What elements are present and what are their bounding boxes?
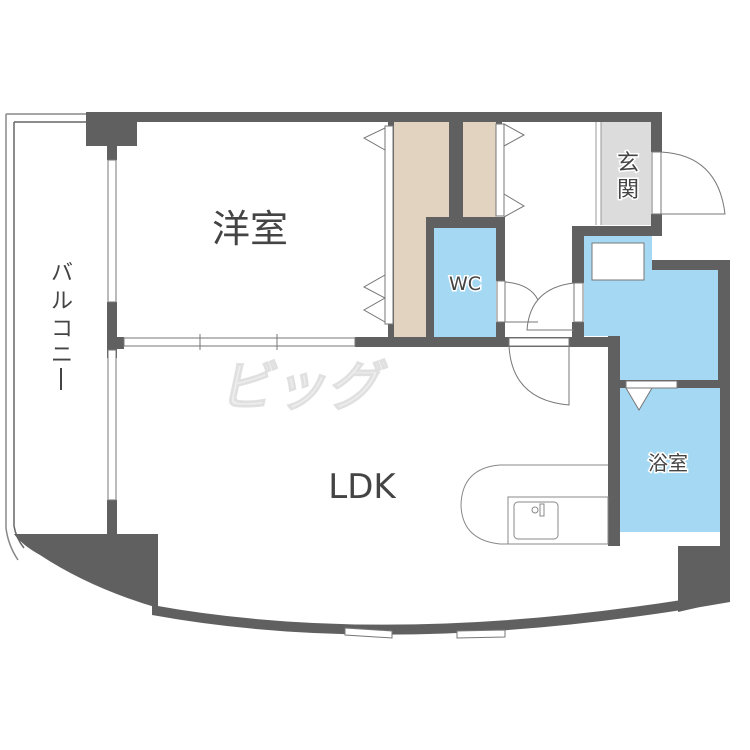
closet-doors-left — [362, 125, 394, 325]
ldk-label: LDK — [328, 467, 397, 507]
ldk-door — [508, 337, 570, 406]
balcony-label: バ ル コ ニ — [51, 261, 73, 390]
balcony — [5, 113, 93, 561]
wc-floor — [434, 228, 496, 337]
watermark: ビッグ — [216, 355, 391, 418]
western-room-label: 洋室 — [212, 207, 288, 251]
svg-text:バ: バ — [51, 261, 73, 286]
bathroom-label: 浴室 — [648, 451, 688, 475]
svg-text:コ: コ — [51, 317, 73, 342]
wc-label: WC — [449, 273, 481, 295]
entrance-label-2: 関 — [617, 178, 639, 203]
svg-text:ル: ル — [51, 289, 73, 314]
washroom-door — [526, 282, 584, 331]
western-room-floor — [118, 122, 388, 339]
wc-door — [496, 280, 539, 323]
entrance-label-1: 玄 — [617, 151, 639, 176]
entrance-floor — [601, 122, 651, 225]
windows — [107, 159, 506, 639]
closet-right — [463, 122, 496, 217]
bathroom-floor — [618, 388, 720, 532]
bathroom-door — [625, 380, 678, 411]
washbasin — [591, 242, 645, 281]
sink-icon — [513, 501, 559, 540]
kitchen-counter — [460, 464, 609, 545]
closet-doors-right — [495, 123, 526, 218]
svg-text:ニ: ニ — [51, 343, 73, 368]
entrance-door — [651, 151, 726, 215]
